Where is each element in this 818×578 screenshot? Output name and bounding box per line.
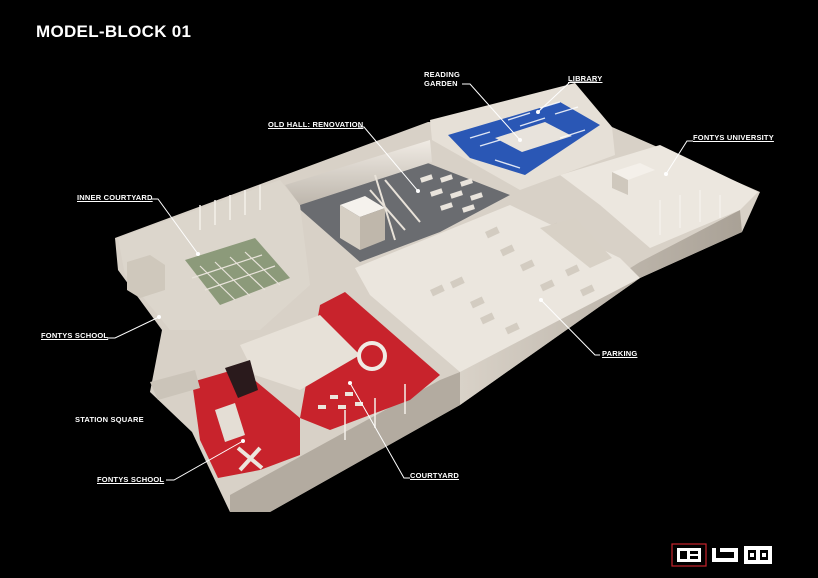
label-fontys-school-1: FONTYS SCHOOL bbox=[41, 331, 109, 340]
old-hall-central-box-front bbox=[340, 205, 360, 250]
label-library: LIBRARY bbox=[568, 74, 603, 83]
old-hall-structure bbox=[369, 174, 421, 241]
model-outer-wall-southeast bbox=[460, 210, 742, 405]
library-shelves bbox=[469, 101, 586, 169]
old-hall-central-box-side bbox=[360, 208, 385, 250]
station-square-entrance bbox=[150, 370, 200, 400]
leader-old-hall bbox=[358, 126, 419, 192]
leader-inner-courtyard bbox=[151, 198, 199, 255]
school-stair bbox=[215, 403, 245, 442]
courtyard-white-plaza bbox=[240, 315, 360, 390]
inner-courtyard-paths bbox=[191, 251, 281, 301]
parking-ramp bbox=[540, 218, 612, 268]
courtyard-furniture bbox=[318, 392, 363, 409]
leader-dot-old-hall bbox=[416, 189, 420, 193]
leader-dot-fontys-university bbox=[664, 172, 668, 176]
inner-courtyard-tower bbox=[127, 255, 165, 298]
label-station-square: STATION SQUARE bbox=[75, 415, 144, 424]
old-hall-seating bbox=[420, 174, 483, 213]
model-outer-wall-south bbox=[230, 372, 460, 512]
page-title: MODEL-BLOCK 01 bbox=[36, 22, 192, 41]
reading-garden-floor bbox=[495, 122, 572, 152]
fontys-university-block bbox=[560, 145, 758, 248]
label-reading-garden: READING GARDEN bbox=[424, 70, 460, 88]
leader-fontys-university bbox=[665, 140, 693, 175]
leader-dot-fontys-school-2 bbox=[241, 439, 245, 443]
label-fontys-university: FONTYS UNIVERSITY bbox=[693, 133, 774, 142]
leader-parking bbox=[540, 299, 600, 356]
leader-dot-courtyard bbox=[348, 381, 352, 385]
fontys-university-roof-box-side bbox=[612, 172, 628, 195]
fontys-university-roof-box bbox=[612, 163, 655, 180]
label-old-hall: OLD HALL: RENOVATION bbox=[268, 120, 364, 129]
leader-fontys-school-1 bbox=[107, 316, 160, 339]
school-red-floor bbox=[192, 368, 300, 478]
label-reading-garden-line2: GARDEN bbox=[424, 79, 458, 88]
school-dark-void bbox=[225, 360, 258, 398]
old-hall-back-wall bbox=[285, 140, 432, 205]
leader-dot-library bbox=[536, 110, 540, 114]
label-courtyard: COURTYARD bbox=[410, 471, 460, 480]
label-fontys-school-2: FONTYS SCHOOL bbox=[97, 475, 165, 484]
leader-reading-garden bbox=[462, 83, 521, 141]
school-x-sculpture bbox=[236, 446, 264, 472]
leader-dot-inner-courtyard bbox=[196, 252, 200, 256]
model-columns bbox=[199, 185, 721, 440]
label-reading-garden-line1: READING bbox=[424, 70, 460, 79]
courtyard-rotunda bbox=[357, 341, 387, 371]
leader-library bbox=[537, 81, 597, 113]
leader-fontys-school-2 bbox=[166, 440, 244, 481]
leader-dot-fontys-school-1 bbox=[157, 315, 161, 319]
label-parking: PARKING bbox=[602, 349, 638, 358]
leader-dot-parking bbox=[539, 298, 543, 302]
leader-courtyard bbox=[349, 382, 410, 479]
label-inner-courtyard: INNER COURTYARD bbox=[77, 193, 153, 202]
leader-dot-reading-garden bbox=[518, 138, 522, 142]
